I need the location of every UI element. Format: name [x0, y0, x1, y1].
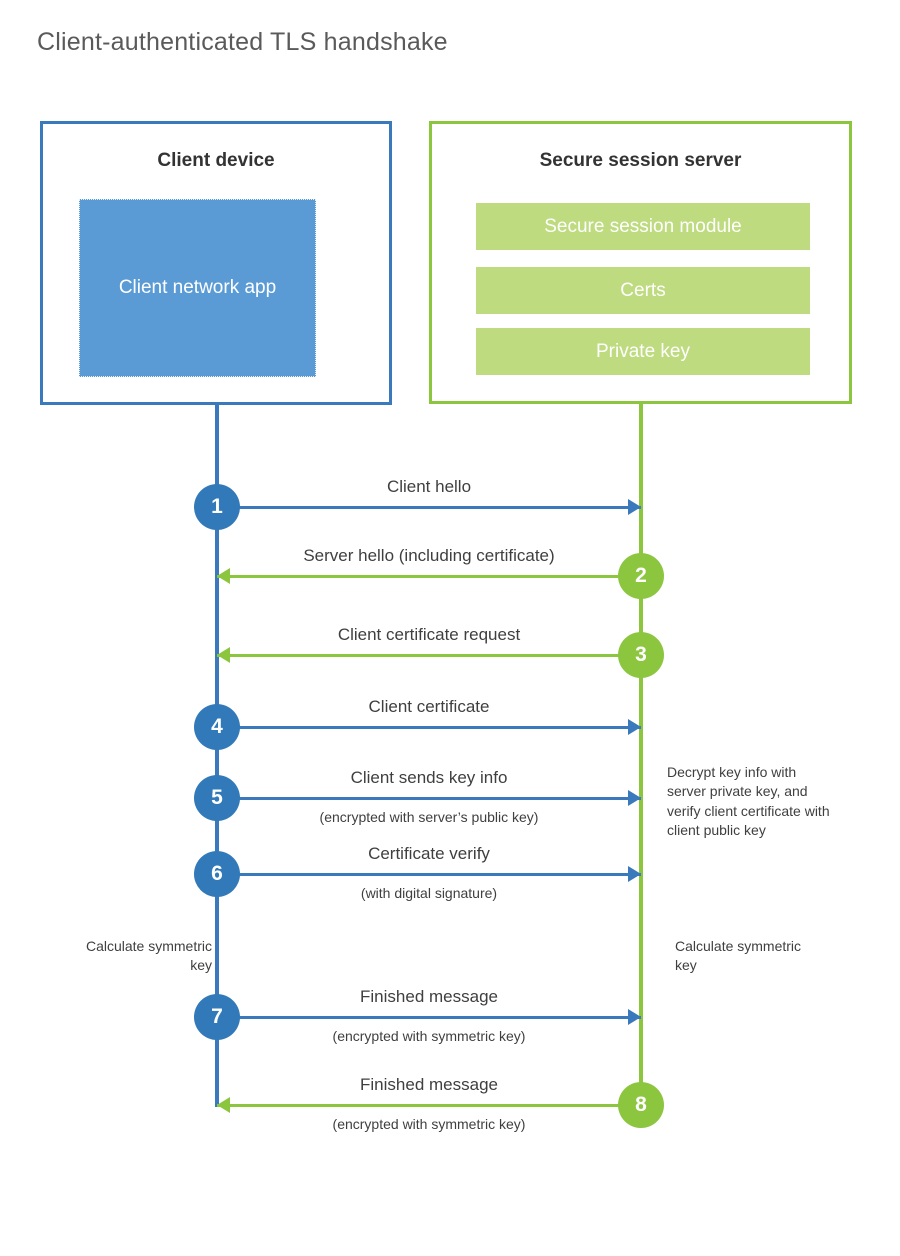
note-decrypt-key-info: Decrypt key info with server private key… [667, 764, 830, 838]
step-circle-7[interactable]: 7 [194, 994, 240, 1040]
message-line-5 [217, 797, 641, 800]
arrow-head-3 [217, 647, 230, 663]
message-label-7: Finished message [360, 987, 498, 1006]
client-lifeline [215, 404, 219, 1107]
server-component-secure-session-module: Secure session module [476, 203, 810, 250]
secure-session-server-title: Secure session server [539, 150, 742, 171]
note-server-calculate-key: Calculate symmetric key [675, 938, 802, 974]
client-network-app-block: Client network app [79, 199, 316, 377]
arrow-head-4 [628, 719, 641, 735]
message-line-4 [217, 726, 641, 729]
message-line-3 [217, 654, 641, 657]
step-circle-1[interactable]: 1 [194, 484, 240, 530]
server-component-certs: Certs [476, 267, 810, 314]
step-circle-2[interactable]: 2 [618, 553, 664, 599]
message-label-4: Client certificate [368, 697, 490, 716]
message-label-1: Client hello [386, 477, 472, 496]
server-component-private-key: Private key [476, 328, 810, 375]
page-title: Client-authenticated TLS handshake [37, 28, 448, 56]
step-circle-5[interactable]: 5 [194, 775, 240, 821]
arrow-head-8 [217, 1097, 230, 1113]
note-client-calculate-key: Calculate symmetric key [85, 938, 212, 974]
message-line-6 [217, 873, 641, 876]
step-circle-6[interactable]: 6 [194, 851, 240, 897]
arrow-head-5 [628, 790, 641, 806]
server-lifeline [639, 402, 643, 1107]
client-device-box: Client device Client network app [40, 121, 392, 405]
message-sublabel-8: (encrypted with symmetric key) [332, 1116, 526, 1132]
secure-session-server-box: Secure session server Secure session mod… [429, 121, 852, 404]
message-label-2: Server hello (including certificate) [303, 546, 555, 565]
step-circle-8[interactable]: 8 [618, 1082, 664, 1128]
step-circle-3[interactable]: 3 [618, 632, 664, 678]
arrow-head-6 [628, 866, 641, 882]
message-line-1 [217, 506, 641, 509]
step-circle-4[interactable]: 4 [194, 704, 240, 750]
message-label-6: Certificate verify [368, 844, 490, 863]
message-label-5: Client sends key info [350, 768, 508, 787]
message-line-7 [217, 1016, 641, 1019]
arrow-head-1 [628, 499, 641, 515]
message-label-8: Finished message [360, 1075, 498, 1094]
arrow-head-7 [628, 1009, 641, 1025]
message-sublabel-6: (with digital signature) [360, 885, 498, 901]
arrow-head-2 [217, 568, 230, 584]
message-line-2 [217, 575, 641, 578]
message-label-3: Client certificate request [337, 625, 521, 644]
client-device-title: Client device [157, 150, 275, 171]
message-sublabel-7: (encrypted with symmetric key) [332, 1028, 526, 1044]
message-sublabel-5: (encrypted with server’s public key) [319, 809, 539, 825]
message-line-8 [217, 1104, 641, 1107]
